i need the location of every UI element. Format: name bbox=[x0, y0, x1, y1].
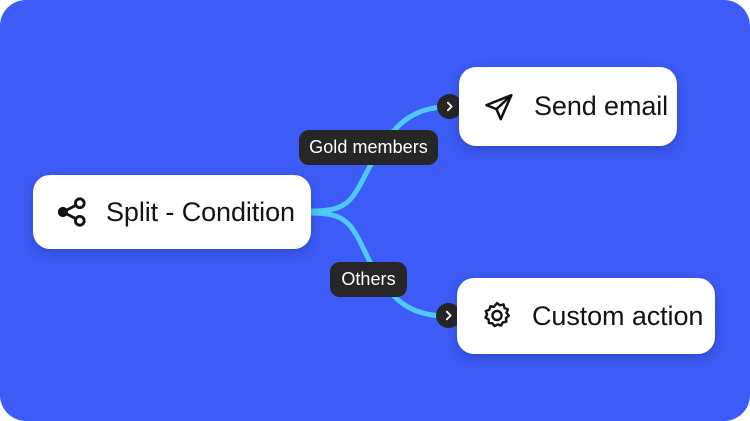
paper-plane-icon bbox=[481, 89, 517, 125]
edge-label-gold-members-text: Gold members bbox=[309, 137, 428, 157]
node-custom-action[interactable]: Custom action bbox=[457, 278, 715, 354]
node-split-condition[interactable]: Split - Condition bbox=[33, 175, 311, 249]
node-split-condition-label: Split - Condition bbox=[106, 196, 295, 227]
chevron-right-icon bbox=[446, 101, 453, 112]
gear-icon bbox=[479, 298, 515, 334]
share-split-icon bbox=[53, 193, 91, 231]
chevron-right-icon bbox=[445, 310, 452, 321]
node-send-email-label: Send email bbox=[534, 91, 669, 121]
edge-arrow-send-email[interactable] bbox=[437, 94, 462, 119]
node-custom-action-label: Custom action bbox=[532, 300, 704, 331]
edge-label-gold-members[interactable]: Gold members bbox=[299, 130, 438, 165]
node-send-email[interactable]: Send email bbox=[459, 67, 677, 146]
edge-arrow-custom-action[interactable] bbox=[436, 303, 461, 328]
edge-label-others-text: Others bbox=[341, 269, 396, 289]
edge-label-others[interactable]: Others bbox=[330, 262, 407, 297]
